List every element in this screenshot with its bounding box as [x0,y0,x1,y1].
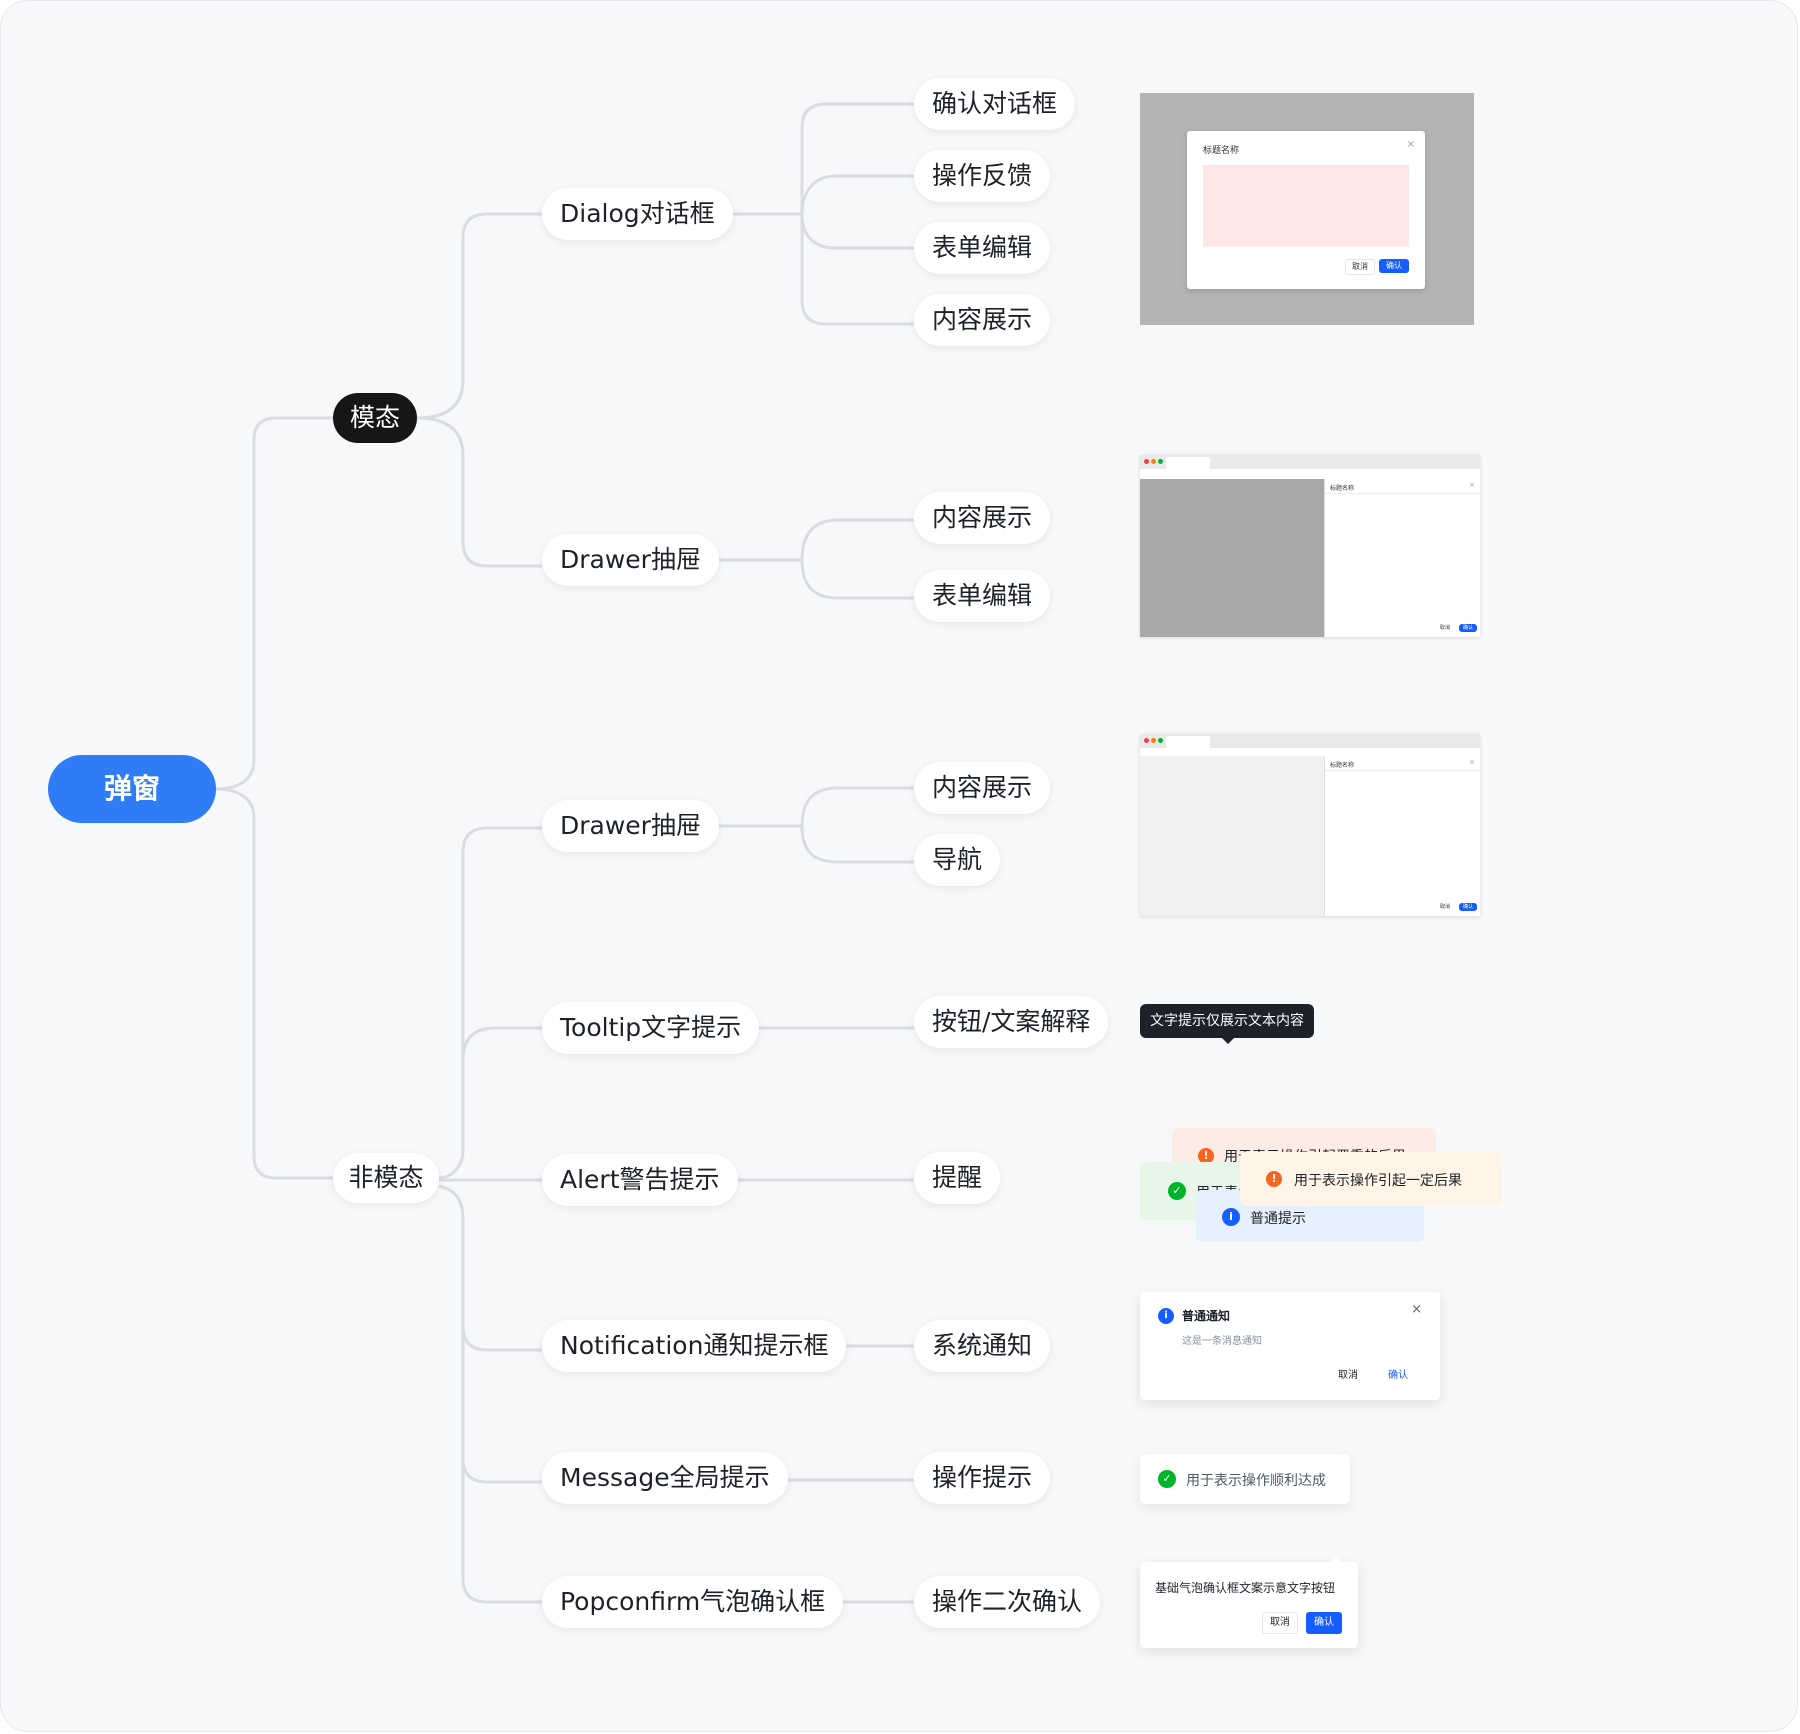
divider [1325,770,1481,771]
notification-desc: 这是一条消息通知 [1182,1336,1262,1347]
close-icon[interactable]: × [1406,139,1415,150]
browser-titlebar [1140,455,1480,469]
dialog-item-content[interactable]: 内容展示 [914,294,1051,346]
alert-warning-text: 用于表示操作引起一定后果 [1294,1173,1462,1189]
drawer-cancel-button[interactable]: 取消 [1439,904,1450,910]
warning-icon: ! [1266,1171,1282,1187]
alert-node[interactable]: Alert警告提示 [542,1154,738,1206]
close-icon[interactable]: × [1469,758,1475,766]
root-node[interactable]: 弹窗 [48,755,216,823]
close-icon[interactable]: × [1411,1302,1422,1317]
notification-confirm-button[interactable]: 确认 [1388,1370,1408,1381]
error-icon: ! [1198,1148,1214,1164]
notification-node[interactable]: Notification通知提示框 [542,1320,847,1372]
dialog-item-feedback[interactable]: 操作反馈 [914,150,1051,202]
alert-info-text: 普通提示 [1250,1211,1306,1227]
dialog-preview-title: 标题名称 [1203,146,1240,156]
popconfirm-node[interactable]: Popconfirm气泡确认框 [542,1576,844,1628]
info-icon: i [1222,1208,1240,1226]
drawer-modal-item-content[interactable]: 内容展示 [914,492,1051,544]
dialog-item-form[interactable]: 表单编辑 [914,222,1051,274]
popconfirm-arrow [1330,1556,1342,1562]
popconfirm-cancel-button[interactable]: 取消 [1262,1612,1298,1634]
success-icon: ✓ [1168,1182,1186,1200]
dialog-preview-cancel-button[interactable]: 取消 [1345,259,1375,275]
drawer-panel: 标题名称 × 取消 确认 [1324,756,1481,916]
message-text: 用于表示操作顺利达成 [1186,1473,1326,1489]
drawer-title: 标题名称 [1330,485,1355,492]
browser-tab [1166,736,1210,748]
window-maximize-dot [1158,738,1163,743]
drawer-nonmodal-item-nav[interactable]: 导航 [914,834,1001,886]
drawer-mask [1140,479,1324,637]
window-minimize-dot [1151,459,1156,464]
alert-warning-preview: ! 用于表示操作引起一定后果 [1240,1152,1502,1206]
nonmodal-node[interactable]: 非模态 [333,1153,439,1203]
popconfirm-confirm-button[interactable]: 确认 [1306,1612,1342,1634]
drawer-nonmodal-preview: 标题名称 × 取消 确认 [1140,734,1481,916]
message-item[interactable]: 操作提示 [914,1452,1051,1504]
window-close-dot [1144,459,1149,464]
dialog-preview-content [1203,165,1409,247]
notification-title: 普通通知 [1182,1309,1231,1323]
drawer-panel: 标题名称 × 取消 确认 [1324,479,1481,637]
dialog-preview: 标题名称 × 取消 确认 [1140,93,1474,325]
notification-preview: i 普通通知 × 这是一条消息通知 取消 确认 [1140,1292,1440,1400]
drawer-confirm-button[interactable]: 确认 [1459,624,1477,632]
dialog-node[interactable]: Dialog对话框 [542,188,733,240]
alert-item[interactable]: 提醒 [914,1152,1001,1204]
close-icon[interactable]: × [1469,481,1475,489]
browser-titlebar [1140,734,1480,748]
divider [1325,493,1481,494]
drawer-modal-node[interactable]: Drawer抽屉 [542,534,719,586]
drawer-title: 标题名称 [1330,762,1355,769]
popconfirm-preview: 基础气泡确认框文案示意文字按钮 取消 确认 [1140,1556,1358,1648]
drawer-nonmodal-node[interactable]: Drawer抽屉 [542,800,719,852]
window-close-dot [1144,738,1149,743]
message-preview: ✓ 用于表示操作顺利达成 [1140,1454,1350,1504]
dialog-preview-confirm-button[interactable]: 确认 [1379,259,1409,273]
window-minimize-dot [1151,738,1156,743]
tooltip-preview: 文字提示仅展示文本内容 [1140,1004,1314,1038]
drawer-confirm-button[interactable]: 确认 [1459,903,1477,911]
notification-cancel-button[interactable]: 取消 [1338,1370,1358,1381]
tooltip-node[interactable]: Tooltip文字提示 [542,1002,760,1054]
drawer-modal-item-form[interactable]: 表单编辑 [914,570,1051,622]
message-node[interactable]: Message全局提示 [542,1452,788,1504]
tooltip-item[interactable]: 按钮/文案解释 [914,996,1109,1048]
window-maximize-dot [1158,459,1163,464]
success-icon: ✓ [1158,1470,1176,1488]
drawer-modal-preview: 标题名称 × 取消 确认 [1140,455,1481,637]
notification-item[interactable]: 系统通知 [914,1320,1051,1372]
browser-tab [1166,457,1210,469]
drawer-nonmodal-item-content[interactable]: 内容展示 [914,762,1051,814]
info-icon: i [1158,1308,1174,1324]
popconfirm-text: 基础气泡确认框文案示意文字按钮 [1155,1581,1336,1595]
popconfirm-item[interactable]: 操作二次确认 [914,1576,1101,1628]
dialog-preview-window: 标题名称 × 取消 确认 [1187,131,1425,289]
dialog-item-confirm[interactable]: 确认对话框 [914,78,1076,130]
tooltip-arrow [1222,1038,1234,1044]
drawer-cancel-button[interactable]: 取消 [1439,625,1450,631]
modal-node[interactable]: 模态 [333,393,417,443]
page-content-area [1140,756,1324,916]
